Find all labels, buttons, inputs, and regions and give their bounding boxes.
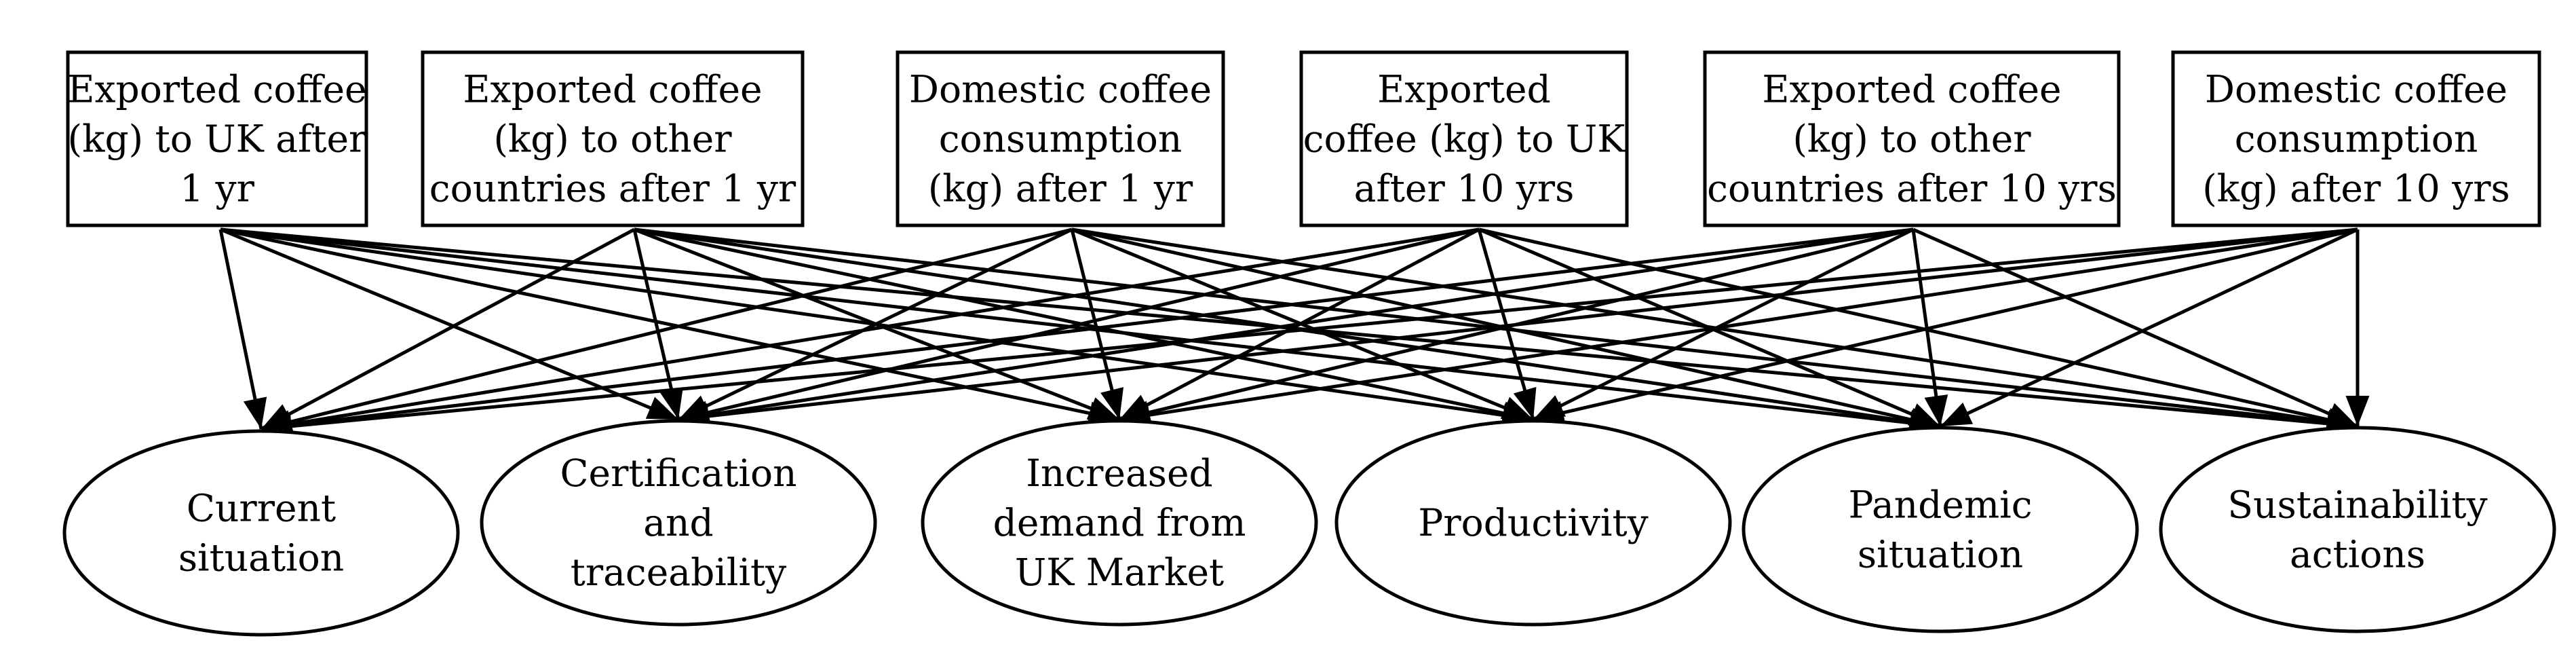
- output-box-frame: [66, 50, 368, 227]
- arrow-o6-to-f2: [678, 227, 2358, 428]
- output-box-o6: Domestic coffee consumption (kg) after 10 …: [2171, 50, 2541, 227]
- output-box-label-line: Exported coffee: [1762, 68, 2061, 111]
- arrow-o3-to-f1: [261, 227, 1073, 434]
- output-box-label-line: countries after 10 yrs: [1707, 167, 2117, 210]
- output-box-label-line: countries after 1 yr: [429, 167, 796, 210]
- output-box-label-line: (kg) to other: [1792, 117, 2031, 161]
- factor-label-line: Certification: [560, 451, 796, 495]
- factor-ellipse-shape: [2159, 426, 2556, 633]
- output-box-label-line: Domestic coffee: [909, 68, 1212, 111]
- arrow-o5-to-f4: [1532, 227, 1915, 422]
- output-box-frame: [1703, 50, 2121, 227]
- output-box-label-line: after 10 yrs: [1354, 167, 1575, 210]
- factor-ellipse-f4: Productivity: [1334, 419, 1732, 627]
- output-box-label-line: Exported: [1377, 68, 1551, 111]
- arrow-o1-to-f1: [218, 229, 267, 430]
- factor-ellipse-shape: [480, 419, 877, 627]
- factor-label-line: Pandemic: [1848, 483, 2032, 527]
- output-box-label-line: consumption: [939, 117, 1183, 161]
- arrow-o6-to-f4: [1533, 227, 2358, 424]
- arrow-o3-to-f2: [677, 227, 1073, 422]
- factor-label-line: actions: [2290, 533, 2425, 576]
- factor-ellipse-f5: Pandemic situation: [1742, 426, 2139, 633]
- arrow-o5-to-f1: [261, 227, 1914, 437]
- arrow-o4-to-f1: [261, 227, 1480, 436]
- arrow-o4-to-f2: [678, 227, 1480, 424]
- arrow-o6-to-f5: [1939, 227, 2359, 428]
- arrow-o5-to-f6: [1912, 227, 2359, 428]
- output-box-frame: [421, 50, 805, 227]
- factor-label-line: UK Market: [1015, 551, 1224, 594]
- output-box-label-line: Domestic coffee: [2205, 68, 2507, 111]
- factor-ellipse-f6: Sustainability actions: [2159, 426, 2556, 633]
- output-box-o5: Exported coffee (kg) to other countries af…: [1703, 50, 2121, 227]
- factor-label-line: Productivity: [1418, 501, 1648, 544]
- factor-label-line: Increased: [1026, 451, 1213, 495]
- arrow-o3-to-f3: [1070, 229, 1124, 420]
- output-box-o1: Exported coffee (kg) to UK after 1 yr: [66, 50, 368, 227]
- factor-ellipse-layer: Current situation Certification and traceabi…: [62, 419, 2556, 637]
- arrow-o2-to-f5: [634, 227, 1941, 434]
- factor-label-line: situation: [178, 536, 344, 580]
- output-box-label-line: (kg) to other: [493, 117, 732, 161]
- output-box-label-line: (kg) after 10 yrs: [2202, 167, 2510, 210]
- output-box-label-line: Exported coffee: [67, 68, 366, 111]
- output-box-o2: Exported coffee (kg) to other countries af…: [421, 50, 805, 227]
- factor-label-line: traceability: [571, 551, 786, 594]
- output-box-label-line: (kg) after 1 yr: [928, 167, 1193, 210]
- factor-label-line: Current: [187, 487, 336, 530]
- factor-label-line: situation: [1858, 533, 2023, 576]
- arrow-o2-to-f1: [260, 227, 636, 431]
- arrow-o4-to-f6: [1478, 227, 2358, 432]
- factor-label-line: Sustainability: [2227, 483, 2487, 527]
- output-box-o4: Exported coffee (kg) to UK after 10 yrs: [1299, 50, 1629, 227]
- factor-ellipse-shape: [1334, 419, 1732, 627]
- factor-ellipse-f2: Certification and traceability: [480, 419, 877, 627]
- arrow-o2-to-f2: [632, 229, 683, 420]
- factor-ellipse-shape: [62, 429, 460, 637]
- factor-label-line: and: [643, 501, 713, 544]
- factor-ellipse-f1: Current situation: [62, 429, 460, 637]
- output-box-label-line: 1 yr: [180, 167, 255, 210]
- output-box-frame: [2171, 50, 2541, 227]
- output-box-label-line: (kg) to UK after: [68, 117, 367, 161]
- arrow-layer: [218, 227, 2370, 439]
- arrow-o1-to-f2: [220, 227, 679, 422]
- factor-ellipse-shape: [1742, 426, 2139, 633]
- output-box-o3: Domestic coffee consumption (kg) after 1 y…: [896, 50, 1225, 227]
- factor-ellipse-shape: [921, 419, 1318, 627]
- arrow-o6-to-f1: [261, 227, 2358, 439]
- output-box-label-line: coffee (kg) to UK: [1303, 117, 1626, 161]
- output-box-frame: [1299, 50, 1629, 227]
- output-box-label-line: Exported coffee: [463, 68, 762, 111]
- arrow-o6-to-f3: [1119, 227, 2358, 427]
- output-box-frame: [896, 50, 1225, 227]
- arrow-o1-to-f5: [220, 227, 1941, 435]
- factor-label-line: demand from: [993, 501, 1246, 544]
- factor-ellipse-f3: Increased demand from UK Market: [921, 419, 1318, 627]
- output-box-label-line: consumption: [2235, 117, 2478, 161]
- arrow-o5-to-f2: [678, 227, 1914, 427]
